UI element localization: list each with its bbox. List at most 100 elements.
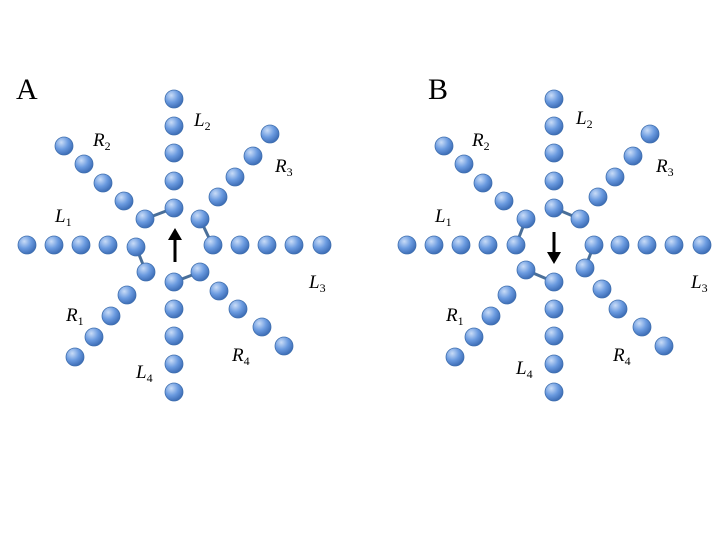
panel-a-bead-r1-4 bbox=[84, 327, 104, 347]
panel-a-bead-r3-4 bbox=[243, 146, 263, 166]
panel-a-bead-r4-3 bbox=[228, 299, 248, 319]
panel-b-bead-r1-4 bbox=[464, 327, 484, 347]
label-b-l2: L2 bbox=[575, 108, 593, 131]
panel-a-bead-r3-1 bbox=[190, 209, 210, 229]
label-b-r4: R4 bbox=[612, 345, 631, 368]
panel-b-bead-l4-4 bbox=[544, 354, 564, 374]
panel-a-bead-l3-5 bbox=[312, 235, 332, 255]
panel-b-bead-l3-5 bbox=[692, 235, 712, 255]
panel-b-bead-r1-3 bbox=[481, 306, 501, 326]
panel-a-bead-l1-2 bbox=[44, 235, 64, 255]
panel-a-bead-r4-4 bbox=[252, 317, 272, 337]
label-b-r2: R2 bbox=[471, 130, 490, 153]
label-b-r3: R3 bbox=[655, 156, 674, 179]
panel-a-beads bbox=[17, 89, 332, 402]
panel-b-bead-r4-5 bbox=[654, 336, 674, 356]
panel-b-bead-r1-5 bbox=[445, 347, 465, 367]
panel-a-bead-r4-2 bbox=[209, 281, 229, 301]
panel-b-bead-r4-3 bbox=[608, 299, 628, 319]
panel-b-bead-r1-1 bbox=[516, 260, 536, 280]
panel-a-bead-r4-1 bbox=[190, 262, 210, 282]
panel-a-bead-l2-2 bbox=[164, 116, 184, 136]
panel-b-bead-r2-5 bbox=[516, 209, 536, 229]
label-b-l4: L4 bbox=[515, 358, 533, 381]
label-a-l4: L4 bbox=[135, 362, 153, 385]
panel-a-bead-r1-3 bbox=[101, 306, 121, 326]
panel-a-bead-r1-5 bbox=[65, 347, 85, 367]
panel-a-bead-l4-3 bbox=[164, 326, 184, 346]
panel-b-bead-r3-3 bbox=[605, 167, 625, 187]
panel-a-bead-l4-4 bbox=[164, 354, 184, 374]
label-a-r2: R2 bbox=[92, 130, 111, 153]
panel-a-bead-l2-5 bbox=[164, 198, 184, 218]
panel-b-bead-l4-1 bbox=[544, 272, 564, 292]
panel-b-bead-r4-4 bbox=[632, 317, 652, 337]
panel-a-bead-l1-3 bbox=[71, 235, 91, 255]
panel-a-bead-r1-1 bbox=[136, 262, 156, 282]
panel-b-letter: B bbox=[428, 73, 448, 106]
panel-a-bead-r1-2 bbox=[117, 285, 137, 305]
panel-b-bead-l2-2 bbox=[544, 116, 564, 136]
panel-a-bead-r3-5 bbox=[260, 124, 280, 144]
panel-a-bead-l4-1 bbox=[164, 272, 184, 292]
panel-b-bead-l3-3 bbox=[637, 235, 657, 255]
panel-b-bead-l3-2 bbox=[610, 235, 630, 255]
label-b-l1: L1 bbox=[434, 206, 452, 229]
panel-b-bead-r2-3 bbox=[473, 173, 493, 193]
label-b-l3: L3 bbox=[690, 272, 708, 295]
panel-a-bead-l3-3 bbox=[257, 235, 277, 255]
panel-b-bead-l4-3 bbox=[544, 326, 564, 346]
panel-a-bead-r2-2 bbox=[74, 154, 94, 174]
panel-a-bead-l3-1 bbox=[203, 235, 223, 255]
panel-a-bead-r2-1 bbox=[54, 136, 74, 156]
panel-a-bead-r2-3 bbox=[93, 173, 113, 193]
panel-a-bead-r2-4 bbox=[114, 191, 134, 211]
panel-b-bead-l2-1 bbox=[544, 89, 564, 109]
panel-b-bead-r3-1 bbox=[570, 209, 590, 229]
panel-a-bead-l1-5 bbox=[126, 237, 146, 257]
panel-a-bead-l2-1 bbox=[164, 89, 184, 109]
panel-a: A L1 L2 L3 L4 R1 R2 R3 R4 bbox=[16, 73, 332, 402]
panel-b-bead-l4-2 bbox=[544, 299, 564, 319]
panel-a-bead-r3-3 bbox=[225, 167, 245, 187]
panel-a-bead-l4-2 bbox=[164, 299, 184, 319]
panel-a-bead-l3-2 bbox=[230, 235, 250, 255]
panel-a-bead-l2-4 bbox=[164, 171, 184, 191]
panel-b-bead-r3-2 bbox=[588, 187, 608, 207]
panel-a-bead-l1-1 bbox=[17, 235, 37, 255]
panel-b-bead-l2-5 bbox=[544, 198, 564, 218]
label-b-r1: R1 bbox=[445, 305, 464, 328]
panel-a-bead-r4-5 bbox=[274, 336, 294, 356]
panel-b: B L1 L2 L3 L4 R1 R2 R3 R4 bbox=[397, 73, 712, 402]
panel-a-letter: A bbox=[16, 73, 38, 106]
panel-a-bead-r3-2 bbox=[208, 187, 228, 207]
panel-b-bead-r2-4 bbox=[494, 191, 514, 211]
label-a-l2: L2 bbox=[193, 110, 211, 133]
label-a-l1: L1 bbox=[54, 206, 72, 229]
panel-b-bead-l3-1 bbox=[584, 235, 604, 255]
panel-b-bead-r1-2 bbox=[497, 285, 517, 305]
panel-b-bead-l1-2 bbox=[424, 235, 444, 255]
panel-b-bead-l1-4 bbox=[478, 235, 498, 255]
panel-b-bead-r4-2 bbox=[592, 279, 612, 299]
panel-b-bead-r4-1 bbox=[575, 258, 595, 278]
panel-a-bead-l4-5 bbox=[164, 382, 184, 402]
panel-b-bead-l3-4 bbox=[664, 235, 684, 255]
panel-a-bead-l3-4 bbox=[284, 235, 304, 255]
panel-b-bead-l2-3 bbox=[544, 143, 564, 163]
label-a-r1: R1 bbox=[65, 305, 84, 328]
panel-b-spin-arrow bbox=[547, 232, 561, 264]
panel-a-bead-r2-5 bbox=[135, 209, 155, 229]
panel-b-bead-l1-1 bbox=[397, 235, 417, 255]
panel-b-bead-l2-4 bbox=[544, 171, 564, 191]
panel-b-bead-r3-4 bbox=[623, 146, 643, 166]
panel-b-bead-r3-5 bbox=[640, 124, 660, 144]
panel-a-bead-l1-4 bbox=[98, 235, 118, 255]
label-a-r4: R4 bbox=[231, 345, 250, 368]
panel-b-bead-r2-1 bbox=[434, 136, 454, 156]
panel-b-bead-r2-2 bbox=[454, 154, 474, 174]
panel-b-bead-l1-3 bbox=[451, 235, 471, 255]
panel-b-bead-l4-5 bbox=[544, 382, 564, 402]
panel-b-beads bbox=[397, 89, 712, 402]
